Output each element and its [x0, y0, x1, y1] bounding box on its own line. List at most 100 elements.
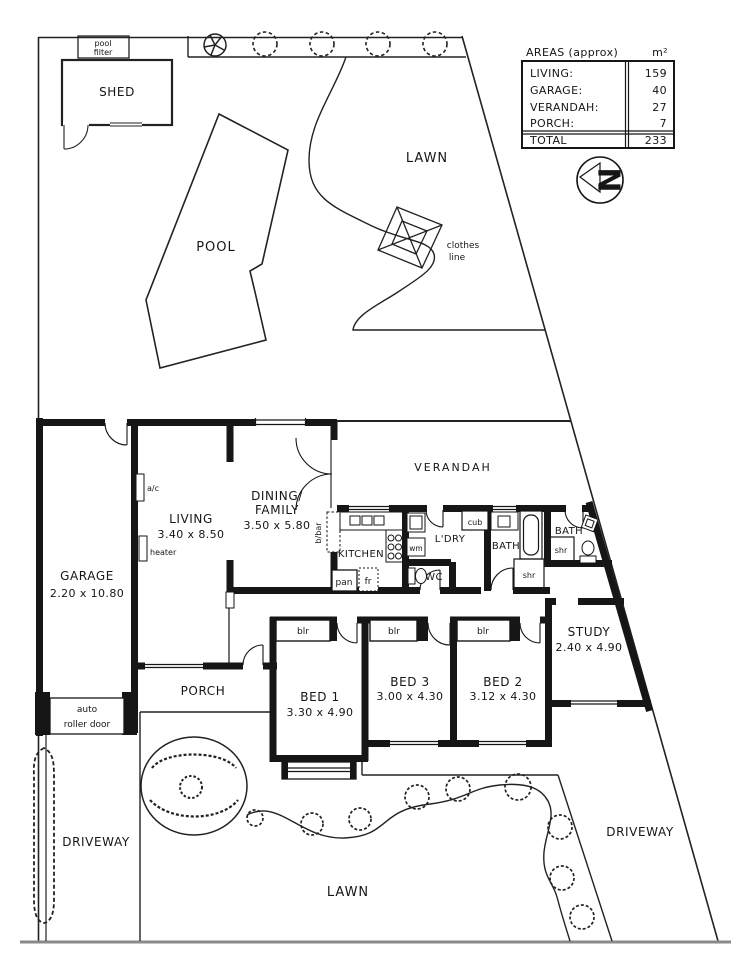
shr2-label: shr: [555, 546, 568, 555]
clothes-line-label-2: line: [449, 253, 466, 263]
kitchen-window: [349, 505, 389, 511]
bed2-label: BED 2: [483, 675, 523, 689]
bbar-label: b/bar: [314, 522, 323, 544]
porch-window: [145, 663, 203, 669]
robe-boxes: [275, 619, 511, 642]
garden-bed-upper-edge: [361, 762, 613, 942]
labels: LAWN POOL SHED pool filter clothes line …: [50, 39, 674, 900]
garden-strip-lines: [187, 36, 466, 58]
property-boundary: [20, 35, 731, 944]
garden-bed-lower-edge: [246, 783, 571, 942]
breakfast-bar: [326, 511, 341, 553]
bed-shrub-icons: [246, 773, 595, 930]
north-compass-icon: N: [576, 156, 629, 204]
wc-label: WC: [425, 572, 443, 583]
garden-tree-icon: [179, 775, 203, 799]
bed3-label: BED 3: [390, 675, 430, 689]
areas-total-label: TOTAL: [529, 134, 567, 147]
pantry-box: [331, 569, 358, 592]
verandah-label: VERANDAH: [414, 461, 492, 474]
wc-toilet-icon: [407, 567, 427, 585]
pool-outline: [145, 112, 289, 369]
shower-box: [513, 558, 545, 590]
areas-row-value: 27: [652, 101, 667, 114]
vanity: [490, 511, 519, 531]
areas-table: AREAS (approx) m² LIVING: 159 GARAGE: 40…: [521, 46, 675, 149]
areas-row-label: LIVING:: [530, 67, 573, 80]
areas-row-label: PORCH:: [530, 117, 574, 130]
bath2-toilet-icon: [579, 540, 597, 564]
living-label: LIVING: [169, 512, 213, 526]
blr1-label: blr: [297, 627, 309, 637]
bath2-basin: [580, 514, 599, 533]
pool-label: POOL: [196, 240, 236, 255]
bed1-box-window: [281, 761, 357, 780]
washing-machine: [406, 537, 426, 557]
driveway-right-label: DRIVEWAY: [606, 825, 674, 839]
laundry-door-arc: [425, 509, 444, 528]
wm-label: wm: [409, 544, 422, 553]
study-dims: 2.40 x 4.90: [556, 641, 623, 654]
areas-row-value: 40: [652, 84, 667, 97]
clothes-line-icon: [377, 206, 443, 269]
kitchen-bench: [339, 511, 404, 563]
pool-pump-icon: [203, 33, 227, 57]
pool-filter-label-2: filter: [94, 48, 113, 57]
heater-unit: [138, 535, 148, 562]
driveway-left-label: DRIVEWAY: [62, 835, 130, 849]
left-hedge-strip: [32, 746, 55, 924]
bath-label: BATH: [492, 541, 520, 552]
shed-door-arc: [63, 124, 89, 150]
round-garden: [140, 736, 248, 836]
laundry-tub: [406, 512, 426, 533]
areas-unit: m²: [652, 46, 668, 59]
roller-door-label-1: auto: [77, 705, 98, 715]
heater-label: heater: [150, 548, 177, 557]
study-window: [571, 700, 617, 705]
bed3-window: [390, 740, 438, 746]
dining-label-1: DINING/: [251, 489, 303, 503]
porch-path-lines: [139, 711, 272, 941]
pool-filter-label-1: pool: [94, 39, 111, 48]
dining-window: [254, 418, 307, 426]
foyer-duct: [225, 591, 235, 609]
site-features: [32, 31, 613, 942]
bed2-door-arc: [519, 622, 541, 644]
bath2-label: BATH: [555, 526, 583, 537]
fixtures: [49, 473, 599, 735]
fridge-label: fr: [365, 577, 372, 587]
blr3-label: blr: [388, 627, 400, 637]
windows: [105, 417, 617, 780]
bath-window: [493, 505, 516, 511]
blr2-label: blr: [477, 627, 489, 637]
front-door-arc: [242, 644, 264, 666]
ac-unit: [135, 473, 145, 502]
bed1-dims: 3.30 x 4.90: [287, 706, 354, 719]
french-doors-arc: [295, 437, 333, 511]
porch-label: PORCH: [181, 684, 226, 698]
kitchen-label: KITCHEN: [338, 549, 384, 560]
compass-letter: N: [594, 167, 629, 192]
pool-filter-box: [77, 35, 130, 59]
shed-window: [110, 122, 142, 127]
roller-door-label-2: roller door: [64, 720, 111, 730]
bed2-window: [479, 740, 526, 746]
laundry-label: L'DRY: [435, 534, 466, 545]
cupboard-box: [461, 510, 489, 531]
bath-door-arc: [490, 567, 514, 591]
bed1-label: BED 1: [300, 690, 340, 704]
doors: [104, 422, 584, 666]
wall-blocks: [35, 617, 520, 735]
bed2-dims: 3.12 x 4.30: [470, 690, 537, 703]
study-label: STUDY: [568, 625, 611, 639]
bed3-dims: 3.00 x 4.30: [377, 690, 444, 703]
dining-label-2: FAMILY: [255, 503, 299, 517]
strip-tree-icons: [252, 31, 448, 57]
ac-label: a/c: [147, 484, 159, 493]
clothes-line-label-1: clothes: [447, 241, 480, 251]
lawn-top-label: LAWN: [406, 151, 448, 166]
dining-dims: 3.50 x 5.80: [244, 519, 311, 532]
areas-row-value: 7: [660, 117, 667, 130]
